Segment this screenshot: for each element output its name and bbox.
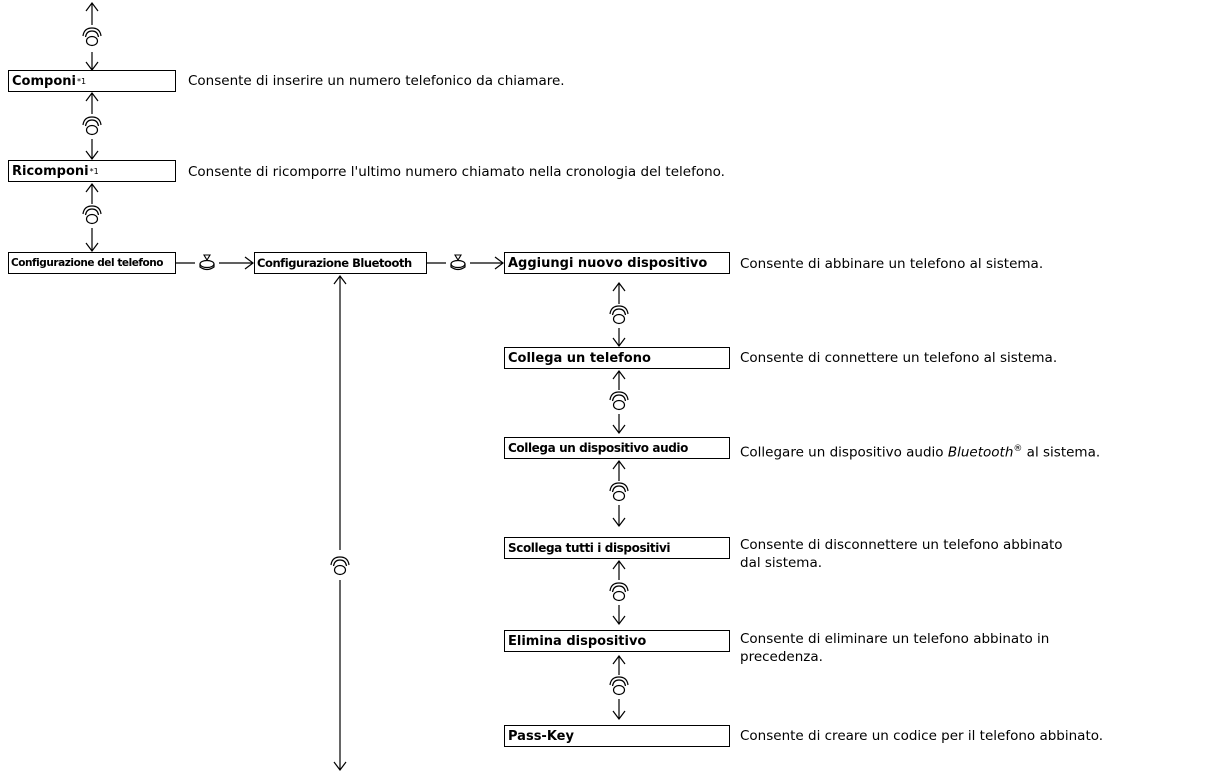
- menu-item-redial-description: Consente di ricomporre l'ultimo numero c…: [188, 164, 725, 180]
- dial-rotate-icon: [609, 391, 629, 411]
- submenu-item-label: Scollega tutti i dispositivi: [508, 541, 671, 555]
- dial-rotate-icon: [609, 676, 629, 696]
- dial-rotate-icon: [330, 556, 350, 576]
- submenu-item-label: Collega un telefono: [508, 350, 651, 366]
- connector-dial-redial: [85, 92, 99, 160]
- dial-rotate-icon: [82, 205, 102, 225]
- dial-rotate-icon: [82, 27, 102, 47]
- menu-item-dial[interactable]: Componi*1: [8, 70, 176, 92]
- connector-sub-5: [612, 655, 626, 720]
- connector-sub-4: [612, 560, 626, 625]
- menu-item-bluetooth-setup[interactable]: Configurazione Bluetooth: [254, 252, 427, 274]
- submenu-item-description: Consente di disconnettere un telefono ab…: [740, 537, 1063, 571]
- dial-press-icon: [199, 254, 215, 271]
- menu-item-redial[interactable]: Ricomponi*1: [8, 160, 176, 182]
- menu-item-bluetooth-setup-label: Configurazione Bluetooth: [257, 256, 412, 270]
- dial-rotate-icon: [609, 305, 629, 325]
- connector-sub-1: [612, 282, 626, 347]
- connector-phone-bt: [175, 256, 254, 270]
- footnote-mark: *1: [76, 76, 87, 86]
- submenu-item-description: Consente di connettere un telefono al si…: [740, 350, 1058, 366]
- submenu-item-delete-device[interactable]: Elimina dispositivo: [504, 630, 730, 652]
- submenu-item-label: Collega un dispositivo audio: [508, 441, 688, 455]
- submenu-item-description: Consente di abbinare un telefono al sist…: [740, 256, 1044, 272]
- submenu-item-description: Consente di creare un codice per il tele…: [740, 728, 1104, 744]
- menu-item-phone-setup[interactable]: Configurazione del telefono: [8, 252, 176, 274]
- submenu-item-label: Aggiungi nuovo dispositivo: [508, 255, 708, 271]
- connector-sub-3: [612, 460, 626, 527]
- connector-bt-loop: [333, 275, 347, 771]
- dial-rotate-icon: [609, 482, 629, 502]
- description-text: al sistema.: [1022, 444, 1101, 461]
- submenu-item-label: Pass-Key: [508, 728, 574, 744]
- submenu-item-label: Elimina dispositivo: [508, 633, 647, 649]
- submenu-item-connect-phone[interactable]: Collega un telefono: [504, 347, 730, 369]
- menu-item-dial-label: Componi: [12, 73, 76, 89]
- footnote-mark: *1: [89, 166, 99, 176]
- menu-item-dial-description: Consente di inserire un numero telefonic…: [188, 73, 565, 89]
- menu-item-redial-label: Ricomponi: [12, 163, 89, 179]
- menu-item-phone-setup-label: Configurazione del telefono: [11, 257, 164, 269]
- bluetooth-brand-text: Bluetooth: [947, 444, 1014, 461]
- connector-redial-setup: [85, 183, 99, 252]
- registered-mark: ®: [1013, 444, 1023, 454]
- dial-rotate-icon: [82, 116, 102, 136]
- submenu-item-disconnect-all[interactable]: Scollega tutti i dispositivi: [504, 537, 730, 559]
- submenu-item-add-device[interactable]: Aggiungi nuovo dispositivo: [504, 252, 730, 274]
- submenu-item-pass-key[interactable]: Pass-Key: [504, 725, 730, 747]
- connector-bt-add: [426, 256, 504, 270]
- submenu-item-description: Consente di eliminare un telefono abbina…: [740, 631, 1050, 665]
- dial-press-icon: [450, 254, 466, 271]
- dial-rotate-icon: [609, 582, 629, 602]
- description-text: Collegare un dispositivo audio: [740, 444, 948, 461]
- submenu-item-connect-audio[interactable]: Collega un dispositivo audio: [504, 437, 730, 459]
- connector-sub-2: [612, 370, 626, 434]
- submenu-item-description: Collegare un dispositivo audio Bluetooth…: [740, 440, 1100, 462]
